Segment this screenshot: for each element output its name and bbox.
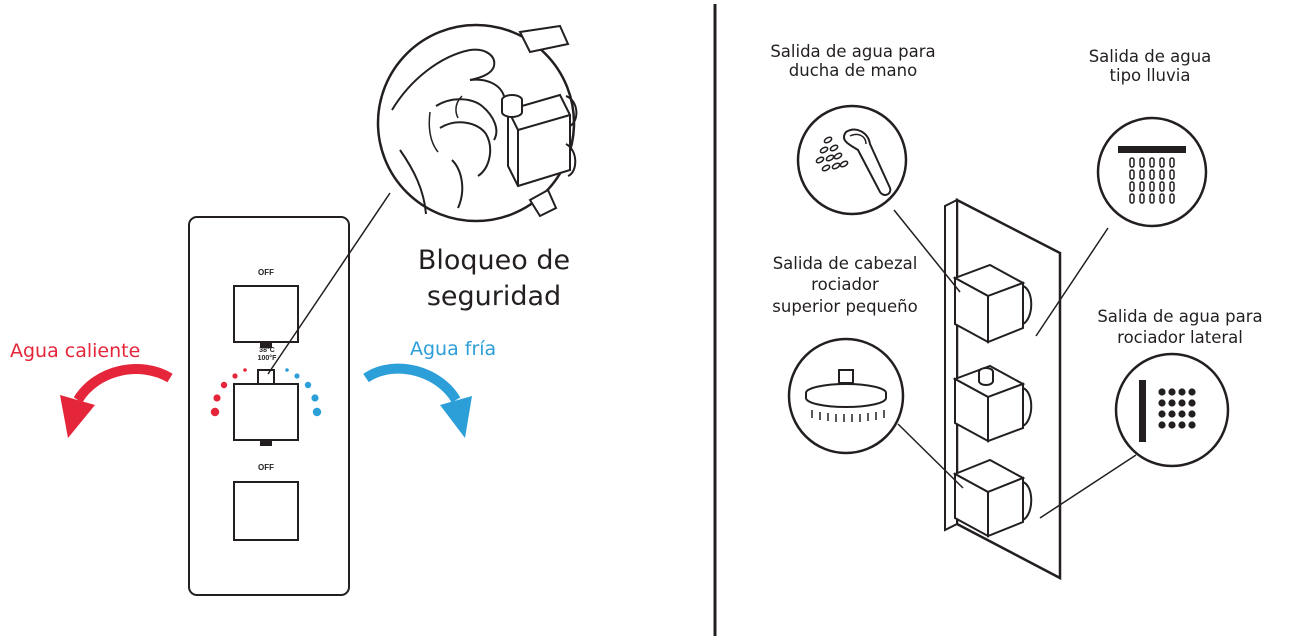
small-showerhead-icon xyxy=(787,337,905,455)
temp-celsius: 38°C xyxy=(259,347,275,354)
hot-arrow xyxy=(73,364,173,403)
thermostat-lock-button[interactable] xyxy=(257,369,275,385)
side-jets-icon xyxy=(1114,352,1230,468)
small-head-line3: superior pequeño xyxy=(772,296,918,316)
hot-arrow-head xyxy=(60,395,95,438)
off-label-bottom: OFF xyxy=(258,463,274,472)
safety-lock-label: Bloqueo de seguridad xyxy=(404,243,584,314)
side-line2: rociador lateral xyxy=(1117,328,1243,348)
small-head-line2: rociador xyxy=(811,275,879,295)
lock-leader-line xyxy=(267,192,391,375)
handheld-shower-icon xyxy=(796,104,908,216)
handheld-valve-handle[interactable] xyxy=(952,263,1033,344)
side-leader-line xyxy=(1039,454,1137,519)
small-head-outlet-label: Salida de cabezal rociador superior pequ… xyxy=(740,253,950,317)
handheld-line1: Salida de agua para xyxy=(770,42,936,61)
bottom-handle[interactable] xyxy=(233,481,299,541)
small-head-line1: Salida de cabezal xyxy=(772,254,918,273)
cold-water-label: Agua fría xyxy=(410,338,497,360)
thermostat-handle[interactable] xyxy=(233,383,299,441)
hot-scale-dots xyxy=(210,368,247,417)
rain-line2: tipo lluvia xyxy=(1109,66,1191,86)
side-jets-valve-handle[interactable] xyxy=(952,458,1033,538)
hot-water-label: Agua caliente xyxy=(10,340,141,362)
small-head-leader-line xyxy=(897,423,964,489)
handheld-leader-line xyxy=(893,209,961,293)
handheld-outlet-label: Salida de agua para ducha de mano xyxy=(748,42,958,81)
temp-fahrenheit: 100°F xyxy=(257,355,277,362)
cold-arrow xyxy=(363,363,461,403)
cold-scale-dots xyxy=(285,368,322,417)
safety-lock-line2: seguridad xyxy=(426,280,562,312)
rain-leader-line xyxy=(1035,227,1109,337)
safety-lock-line1: Bloqueo de xyxy=(417,245,571,276)
top-handle[interactable] xyxy=(233,285,299,343)
side-outlet-label: Salida de agua para rociador lateral xyxy=(1070,306,1290,349)
thermostat-handle-stem xyxy=(260,440,272,446)
side-line1: Salida de agua para xyxy=(1097,307,1263,326)
rain-shower-icon xyxy=(1096,116,1208,228)
middle-valve-handle[interactable] xyxy=(952,364,1033,443)
cold-arrow-head xyxy=(440,396,472,438)
rain-outlet-label: Salida de agua tipo lluvia xyxy=(1060,47,1240,86)
top-handle-stem xyxy=(260,342,272,348)
off-label-top: OFF xyxy=(258,268,274,277)
handheld-line2: ducha de mano xyxy=(788,61,918,81)
finger-press-icon xyxy=(376,23,578,223)
rain-line1: Salida de agua xyxy=(1088,47,1212,66)
